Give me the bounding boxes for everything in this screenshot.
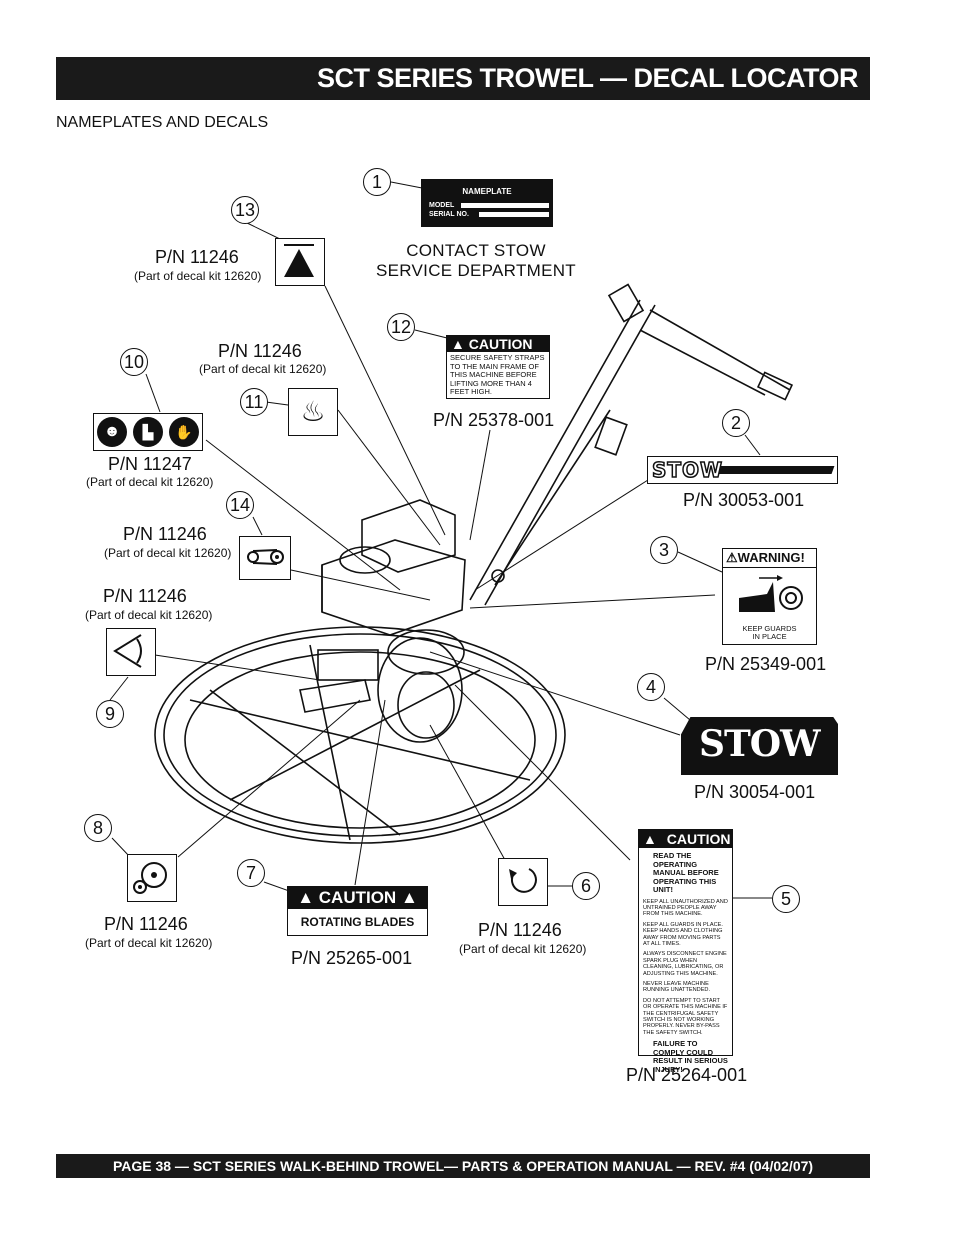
decal-5-line-7: FAILURE TO COMPLY COULD RESULT IN SERIOU… <box>653 1039 728 1074</box>
pn-9: P/N 11246 <box>103 586 187 606</box>
warning-triangle-icon: ▲ <box>451 336 465 352</box>
decal-7-caution: ▲ CAUTION ▲ ROTATING BLADES <box>287 886 428 936</box>
decal-3-text: KEEP GUARDS IN PLACE <box>742 624 797 641</box>
decal-3-header: WARNING! <box>737 550 805 565</box>
pn-6: P/N 11246 <box>478 920 562 940</box>
contact-line-1: CONTACT STOW <box>406 241 546 260</box>
throttle-icon <box>113 634 142 668</box>
pn-8: P/N 11246 <box>104 914 188 934</box>
rotating-blade-icon <box>133 862 167 894</box>
decal-7-header: CAUTION <box>318 888 397 907</box>
decal-6-box <box>498 858 548 906</box>
decal-9-box <box>106 628 156 676</box>
page-header: SCT SERIES TROWEL — DECAL LOCATOR <box>56 57 870 100</box>
nameplate-serial-label: SERIAL NO. <box>429 211 469 218</box>
callout-4: 4 <box>637 673 665 701</box>
decal-5-header: CAUTION <box>666 831 731 847</box>
callout-12: 12 <box>387 313 415 341</box>
nameplate-title: NAMEPLATE <box>462 187 512 196</box>
glove-icon: ✋ <box>169 417 199 447</box>
kit-10: (Part of decal kit 12620) <box>86 475 214 489</box>
hot-surface-icon: ♨ <box>288 388 338 436</box>
warning-triangle-icon: ▲ <box>297 888 315 907</box>
callout-7: 7 <box>237 859 265 887</box>
kit-9: (Part of decal kit 12620) <box>85 608 213 622</box>
pn-2: P/N 30053-001 <box>683 490 805 510</box>
kit-14: (Part of decal kit 12620) <box>104 546 232 560</box>
pn-14: P/N 11246 <box>123 524 207 544</box>
decal-4-logo-plate: STOW <box>681 717 838 775</box>
hand-entanglement-icon <box>739 575 803 612</box>
callout-2: 2 <box>722 409 750 437</box>
warning-triangle-icon: ▲ <box>400 888 418 907</box>
decal-5-line-5: NEVER LEAVE MACHINE RUNNING UNATTENDED. <box>643 980 711 994</box>
callout-1: 1 <box>363 168 391 196</box>
pn-3: P/N 25349-001 <box>705 654 827 674</box>
decal-2-stripe: STOW <box>647 456 838 484</box>
callout-11: 11 <box>240 388 268 416</box>
decal-12-text: SECURE SAFETY STRAPS TO THE MAIN FRAME O… <box>450 353 545 396</box>
warning-triangle-icon: ▲ <box>643 831 657 847</box>
contact-note: CONTACT STOW SERVICE DEPARTMENT <box>376 241 576 281</box>
decal-5-caution: ▲ CAUTION READ THE OPERATING MANUAL BEFO… <box>638 829 733 1073</box>
decal-12-header: CAUTION <box>468 336 533 352</box>
callout-6: 6 <box>572 872 600 900</box>
callout-13: 13 <box>231 196 259 224</box>
pn-4: P/N 30054-001 <box>694 782 816 802</box>
callout-14: 14 <box>226 491 254 519</box>
kit-6: (Part of decal kit 12620) <box>459 942 587 956</box>
kit-11: (Part of decal kit 12620) <box>199 362 327 376</box>
callout-5: 5 <box>772 885 800 913</box>
safety-boot-icon: ▙ <box>133 417 163 447</box>
decal-12-caution: ▲ CAUTION SECURE SAFETY STRAPS TO THE MA… <box>446 335 550 399</box>
callout-8: 8 <box>84 814 112 842</box>
section-subtitle: NAMEPLATES AND DECALS <box>56 114 269 131</box>
decal-10-ppe: ☻ ▙ ✋ <box>93 413 203 451</box>
decal-7-text: ROTATING BLADES <box>300 915 415 929</box>
contact-line-2: SERVICE DEPARTMENT <box>376 261 576 280</box>
decal-3-warning: ⚠WARNING! KEEP GUARDS IN PLACE <box>722 548 817 645</box>
decal-5-line-3: KEEP ALL GUARDS IN PLACE. KEEP HANDS AND… <box>643 921 723 947</box>
ear-protection-icon: ☻ <box>97 417 127 447</box>
decal-5-line-4: ALWAYS DISCONNECT ENGINE SPARK PLUG WHEN… <box>643 951 727 977</box>
kit-13: (Part of decal kit 12620) <box>134 269 262 283</box>
decal-14-box <box>239 536 291 580</box>
page-footer: PAGE 38 — SCT SERIES WALK-BEHIND TROWEL—… <box>56 1154 870 1178</box>
warning-triangle-icon: ⚠ <box>726 550 738 565</box>
pn-5: P/N 25264-001 <box>626 1065 748 1085</box>
callout-9: 9 <box>96 700 124 728</box>
decal-5-line-1: READ THE OPERATING MANUAL BEFORE OPERATI… <box>653 851 719 894</box>
decal-5-line-2: KEEP ALL UNAUTHORIZED AND UNTRAINED PEOP… <box>643 898 728 918</box>
decal-8-box <box>127 854 177 902</box>
pn-7: P/N 25265-001 <box>291 948 413 968</box>
callout-10: 10 <box>120 348 148 376</box>
kit-8: (Part of decal kit 12620) <box>85 936 213 950</box>
pn-11: P/N 11246 <box>218 341 302 361</box>
triangle-up-icon <box>284 244 314 277</box>
decal-13-box <box>275 238 325 286</box>
nameplate-model-label: MODEL <box>429 202 455 209</box>
stow-logo: STOW <box>651 457 724 483</box>
decal-5-line-6: DO NOT ATTEMPT TO START OR OPERATE THIS … <box>643 997 728 1036</box>
pn-12: P/N 25378-001 <box>433 410 555 430</box>
nameplate-decal: NAMEPLATE MODEL SERIAL NO. <box>421 179 553 227</box>
belt-drive-icon <box>247 549 284 565</box>
rotation-arrow-icon <box>509 868 537 893</box>
pn-10: P/N 11247 <box>108 454 192 474</box>
callout-3: 3 <box>650 536 678 564</box>
pn-13: P/N 11246 <box>155 247 239 267</box>
stow-logo: STOW <box>699 723 821 765</box>
